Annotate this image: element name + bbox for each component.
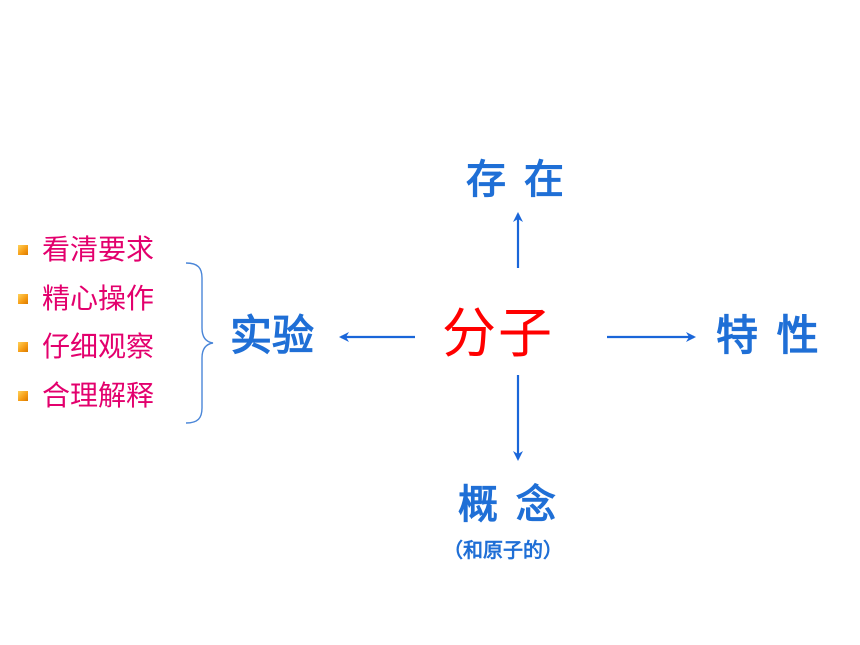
node-properties: 特 性	[716, 311, 821, 360]
list-item-label: 精心操作	[42, 281, 155, 315]
node-existence: 存 在	[466, 157, 566, 203]
node-experiment: 实验	[230, 311, 315, 360]
list-item-label: 合理解释	[42, 378, 155, 412]
list-item: 合理解释	[16, 378, 154, 427]
list-item-label: 仔细观察	[42, 330, 155, 363]
list-item: 仔细观察	[16, 329, 154, 378]
list-item: 精心操作	[16, 281, 154, 330]
node-concept-note: （和原子的）	[443, 538, 563, 562]
list-item-label: 看清要求	[42, 233, 155, 266]
curly-brace	[185, 262, 214, 424]
node-molecule: 分子	[442, 302, 554, 365]
orange-square-bullet-icon	[18, 342, 28, 352]
list-item: 看清要求	[16, 232, 154, 281]
orange-square-bullet-icon	[18, 390, 28, 401]
node-concept: 概 念	[458, 482, 558, 528]
orange-square-bullet-icon	[18, 245, 28, 255]
experiment-checklist: 看清要求 精心操作 仔细观察 合理解释	[16, 232, 154, 426]
orange-square-bullet-icon	[18, 293, 28, 304]
